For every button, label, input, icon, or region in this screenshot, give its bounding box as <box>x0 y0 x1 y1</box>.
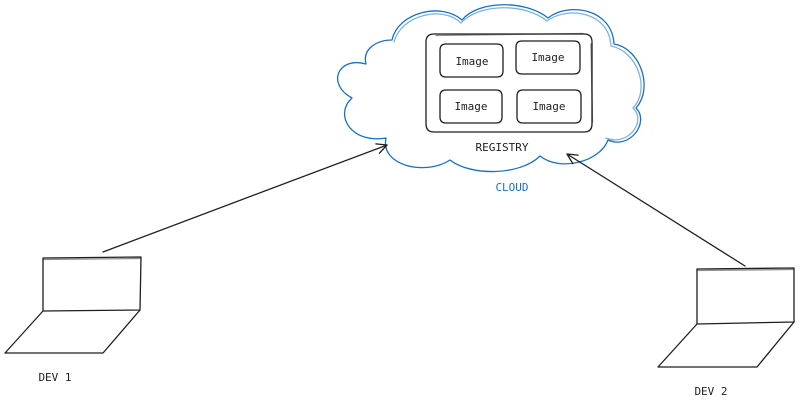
registry-box <box>425 32 594 133</box>
laptop-1-keyboard <box>4 309 141 354</box>
dev-2-label: DEV 2 <box>694 385 727 398</box>
arrow-dev2-to-registry <box>566 153 746 267</box>
image-label-3: Image <box>454 100 487 113</box>
image-box-4: Image <box>516 89 582 124</box>
cloud-label: CLOUD <box>495 181 528 194</box>
image-label-4: Image <box>532 100 565 113</box>
image-box-2: Image <box>515 40 581 75</box>
image-box-3: Image <box>439 89 503 124</box>
laptop-2-screen <box>696 267 795 325</box>
laptop-icon <box>657 267 795 368</box>
laptop-icon <box>4 256 142 354</box>
image-box-1: Image <box>439 43 504 78</box>
dev-1-label: DEV 1 <box>38 371 71 384</box>
arrow-dev1-to-registry <box>102 143 388 253</box>
registry-label: REGISTRY <box>476 141 529 154</box>
laptop-1-screen <box>42 256 142 312</box>
cloud-shape <box>336 4 645 173</box>
laptop-2-keyboard <box>657 321 795 368</box>
image-label-1: Image <box>455 55 488 68</box>
image-label-2: Image <box>531 51 564 64</box>
